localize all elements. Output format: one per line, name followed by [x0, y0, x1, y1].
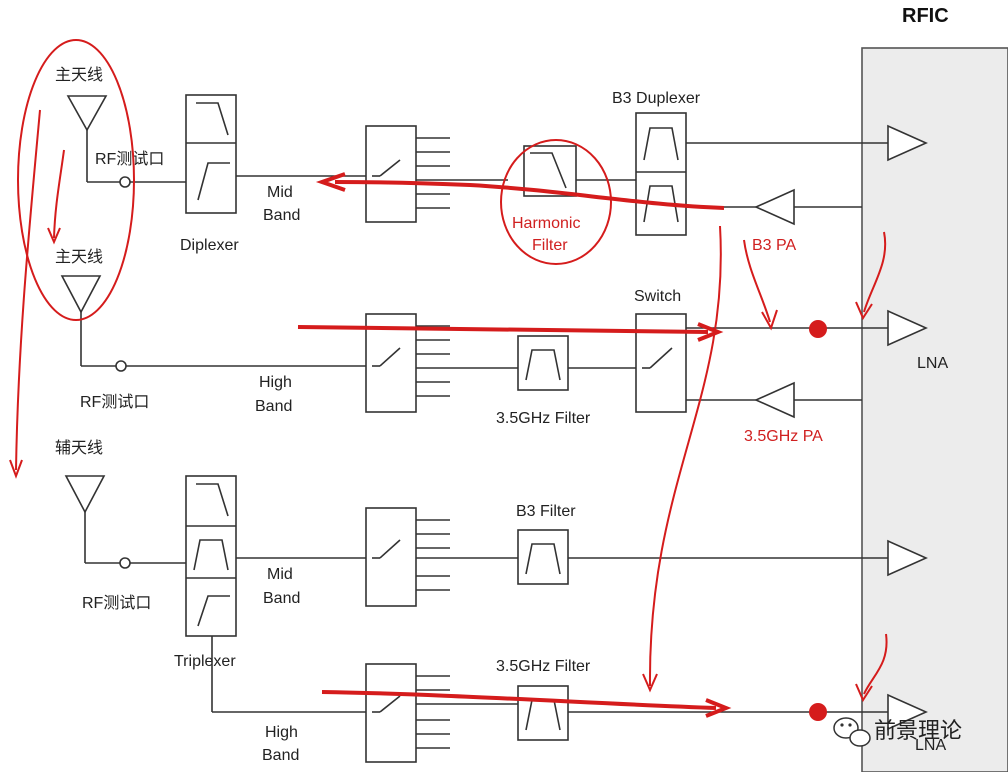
- harmonic-filter-label-1: Harmonic: [512, 215, 580, 232]
- mid-band-2-line1: Mid: [267, 566, 293, 583]
- lna-top-icon: [887, 309, 928, 347]
- mid-band-1-line2: Band: [263, 207, 300, 224]
- lna-bottom-icon: [887, 693, 928, 731]
- switch-block-1: [365, 125, 508, 223]
- harmonic-filter-highlight: [500, 139, 612, 265]
- red-arrow-left-long: [15, 109, 41, 471]
- rx-amp-b3-aux: [887, 539, 928, 577]
- rfic-block: [861, 47, 1008, 772]
- b3-pa-icon: [754, 188, 795, 226]
- tdd-switch: [635, 313, 687, 413]
- b3-duplexer-label: B3 Duplexer: [612, 90, 701, 107]
- switch-block-2: [365, 313, 518, 413]
- red-path-high-band-2: [321, 690, 717, 710]
- watermark-text: 前景理论: [874, 719, 962, 744]
- high-band-2-line1: High: [265, 724, 298, 741]
- red-arrow-long-down: [648, 225, 722, 687]
- red-path-mid-band: [334, 180, 725, 210]
- main-antenna-2-label: 主天线: [55, 248, 103, 266]
- high-band-1-line1: High: [259, 374, 292, 391]
- b3-duplexer: [635, 112, 687, 236]
- mid-band-2-line2: Band: [263, 590, 300, 607]
- mid-band-1-line1: Mid: [267, 184, 293, 201]
- b3-filter-label: B3 Filter: [516, 503, 576, 520]
- red-arrow-b3-pa: [743, 239, 771, 323]
- test-port-3: [119, 557, 131, 569]
- lna-bottom-label: LNA: [915, 737, 946, 754]
- wechat-icon: [833, 717, 871, 747]
- main-antenna-2-icon: [60, 275, 102, 366]
- pa-35ghz-icon: [754, 381, 795, 419]
- red-arrow-rfic-bottom: [863, 633, 888, 695]
- red-dot-bottom: [809, 703, 827, 721]
- triplexer-label: Triplexer: [174, 653, 236, 670]
- diplexer: [185, 94, 237, 214]
- switch-block-3: [365, 507, 518, 607]
- test-port-1: [119, 176, 131, 188]
- main-antennas-highlight: [17, 39, 135, 321]
- aux-antenna-icon: [64, 475, 106, 563]
- high-band-1-line2: Band: [255, 398, 292, 415]
- main-antenna-1-icon: [66, 95, 108, 182]
- diplexer-label: Diplexer: [180, 237, 239, 254]
- test-port-2: [115, 360, 127, 372]
- red-dot-top: [809, 320, 827, 338]
- test-port-3-label: RF测试口: [82, 594, 151, 612]
- filter-35ghz-top-label: 3.5GHz Filter: [496, 410, 591, 427]
- red-arrow-left-short: [53, 149, 65, 239]
- rx-amp-b3: [887, 124, 928, 162]
- filter-35ghz-top: [517, 335, 569, 391]
- lna-top-label: LNA: [917, 355, 948, 372]
- filter-35ghz-bottom: [517, 685, 569, 741]
- rfic-title: RFIC: [902, 5, 949, 27]
- harmonic-filter: [523, 145, 577, 197]
- triplexer: [185, 475, 237, 637]
- b3-pa-label: B3 PA: [752, 237, 797, 254]
- test-port-1-label: RF测试口: [95, 150, 164, 168]
- b3-filter: [517, 529, 569, 585]
- red-arrow-rfic-top: [863, 231, 887, 313]
- main-antenna-1-label: 主天线: [55, 66, 103, 84]
- harmonic-filter-label-2: Filter: [532, 237, 568, 254]
- filter-35ghz-bottom-label: 3.5GHz Filter: [496, 658, 591, 675]
- red-path-high-band-1: [297, 325, 709, 334]
- switch-label: Switch: [634, 288, 681, 305]
- aux-antenna-label: 辅天线: [55, 439, 103, 457]
- pa-35ghz-label: 3.5GHz PA: [744, 428, 823, 445]
- watermark: 前景理论: [833, 717, 962, 747]
- test-port-2-label: RF测试口: [80, 393, 149, 411]
- high-band-2-line2: Band: [262, 747, 299, 764]
- switch-block-4: [365, 663, 518, 763]
